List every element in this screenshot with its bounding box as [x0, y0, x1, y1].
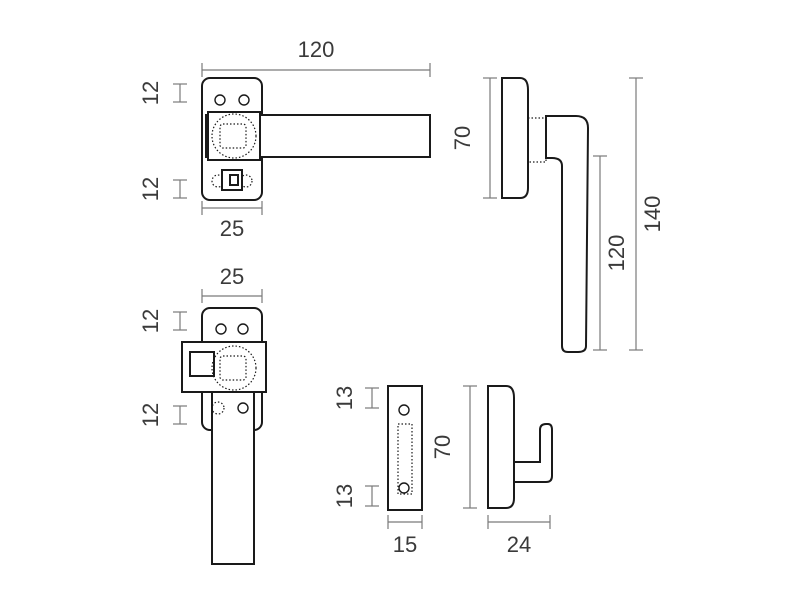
dim-bottom-top-gap: 12 [138, 309, 187, 333]
bottom-hole-low-right [237, 402, 249, 414]
front-hub-circle [211, 113, 257, 159]
bottom-spindle-square [219, 355, 247, 381]
bottom-hole-top-right [237, 323, 249, 335]
dim-label-side-height-lever: 120 [604, 235, 629, 272]
dim-bottom-rose-width: 25 [201, 264, 263, 303]
plate-hole-bottom [398, 482, 410, 494]
dim-label-front-top-gap: 12 [138, 81, 163, 105]
plate-front-view [387, 385, 423, 511]
bottom-hole-low-left [211, 401, 225, 415]
bottom-lock [189, 351, 215, 377]
dim-front-top-gap: 12 [138, 81, 187, 105]
dim-label-plate-side-height: 70 [430, 435, 455, 459]
dim-label-plate-bottom-gap: 13 [332, 484, 357, 508]
dim-label-front-rose-width: 25 [220, 216, 244, 241]
plate-slot [397, 423, 413, 495]
front-hub [207, 111, 261, 161]
side-lever [545, 115, 590, 353]
dim-front-bottom-gap: 12 [138, 177, 187, 201]
dim-label-side-height-rose: 70 [450, 126, 475, 150]
dim-label-plate-side-depth: 24 [507, 532, 531, 557]
dim-front-width-total: 120 [201, 37, 431, 77]
dim-label-bottom-top-gap: 12 [138, 309, 163, 333]
dim-bottom-bottom-gap: 12 [138, 403, 187, 427]
dim-label-bottom-rose-width: 25 [220, 264, 244, 289]
side-view [501, 77, 590, 353]
dim-label-bottom-bottom-gap: 12 [138, 403, 163, 427]
dim-front-rose-width: 25 [201, 201, 263, 241]
front-hole-top-left [214, 94, 226, 106]
dim-plate-side-depth: 24 [487, 515, 551, 557]
bottom-hub-circle [211, 345, 257, 391]
dim-side-height-total: 140 [629, 77, 665, 351]
side-spindle [527, 117, 547, 163]
dim-label-plate-top-gap: 13 [332, 386, 357, 410]
dim-plate-bottom-gap: 13 [332, 484, 379, 508]
dim-label-front-width-total: 120 [298, 37, 335, 62]
dim-label-plate-width: 15 [393, 532, 417, 557]
bottom-hole-top-left [215, 323, 227, 335]
dim-side-height-rose: 70 [450, 77, 497, 199]
plate-side-hook [513, 423, 553, 483]
dim-plate-width: 15 [387, 515, 423, 557]
side-rose [501, 77, 529, 199]
front-view [201, 77, 431, 201]
plate-hole-top [398, 404, 410, 416]
dim-plate-top-gap: 13 [332, 386, 379, 410]
dim-plate-side-height: 70 [430, 385, 477, 509]
dim-label-side-height-total: 140 [640, 196, 665, 233]
bottom-hub [181, 341, 267, 393]
plate-side-view [487, 385, 553, 509]
dim-side-height-lever: 120 [593, 155, 629, 351]
bottom-view [181, 307, 267, 565]
front-lock-key [229, 174, 239, 186]
plate-side-body [487, 385, 515, 509]
front-hole-top-right [238, 94, 250, 106]
dim-label-front-bottom-gap: 12 [138, 177, 163, 201]
front-spindle-square [219, 123, 247, 149]
